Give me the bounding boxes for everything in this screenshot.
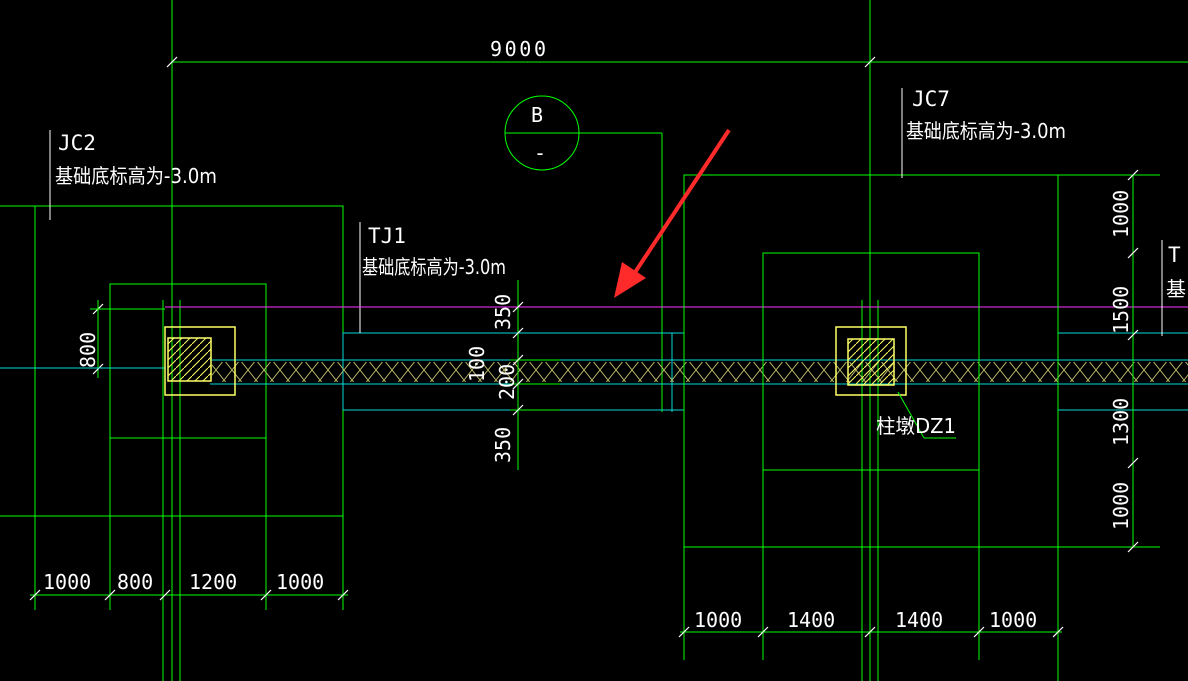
bottom-left-dim-3: 1200 — [189, 570, 237, 594]
center-dim-350-top: 350 — [491, 294, 515, 330]
right-edge-name: T — [1168, 243, 1181, 267]
jc7-name: JC7 — [912, 87, 950, 111]
beam-tj1: TJ1 基础底标高为-3.0m — [0, 222, 1188, 412]
right-dim-1000-top: 1000 — [1109, 190, 1133, 238]
bottom-dims-left: 1000 800 1200 1000 — [29, 438, 349, 610]
center-dim-350-bottom: 350 — [491, 427, 515, 463]
left-vertical-dims: 800 — [76, 300, 165, 378]
tj1-elevation: 基础底标高为-3.0m — [362, 255, 506, 279]
footing-jc2: JC2 基础底标高为-3.0m — [0, 130, 344, 517]
axis-bubble-letter: B — [531, 103, 543, 127]
bottom-right-dim-3: 1400 — [895, 608, 943, 632]
column-left — [164, 326, 236, 396]
bottom-right-dim-2: 1400 — [787, 608, 835, 632]
footing-jc7: JC7 基础底标高为-3.0m — [683, 87, 1160, 681]
jc2-name: JC2 — [58, 131, 96, 155]
right-edge-elevation: 基 — [1166, 277, 1186, 301]
jc7-elevation: 基础底标高为-3.0m — [906, 119, 1066, 143]
column-right — [835, 326, 907, 396]
axis-bubble-sub: - — [534, 141, 546, 165]
right-dim-1300: 1300 — [1109, 398, 1133, 446]
center-dim-200: 200 — [495, 364, 519, 400]
bottom-left-dim-2: 800 — [117, 570, 153, 594]
pier-dz1: 柱墩DZ1 — [876, 391, 956, 439]
bottom-left-dim-4: 1000 — [276, 570, 324, 594]
right-dim-1000-bottom: 1000 — [1109, 482, 1133, 530]
right-edge-label: T 基 — [1161, 240, 1186, 336]
red-arrow-pointer — [614, 128, 731, 298]
right-dim-1500: 1500 — [1109, 286, 1133, 334]
left-dim-800: 800 — [76, 332, 100, 368]
top-dim-label: 9000 — [490, 37, 546, 61]
pier-label: 柱墩DZ1 — [876, 414, 956, 438]
tj1-name: TJ1 — [368, 224, 406, 248]
grid-lines — [162, 0, 879, 681]
top-dimension: 9000 — [166, 37, 1188, 68]
bottom-left-dim-1: 1000 — [43, 570, 91, 594]
center-vertical-dims: 350 100 200 350 — [465, 280, 560, 470]
bottom-right-dim-1: 1000 — [694, 608, 742, 632]
bottom-right-dim-4: 1000 — [989, 608, 1037, 632]
bottom-dims-right: 1000 1400 1400 1000 — [678, 470, 1064, 660]
beam-hatch-strip — [212, 362, 1188, 382]
right-vertical-dims: 1000 1500 1300 1000 — [1109, 169, 1139, 553]
center-dim-100: 100 — [465, 346, 489, 382]
jc2-elevation: 基础底标高为-3.0m — [55, 164, 217, 188]
